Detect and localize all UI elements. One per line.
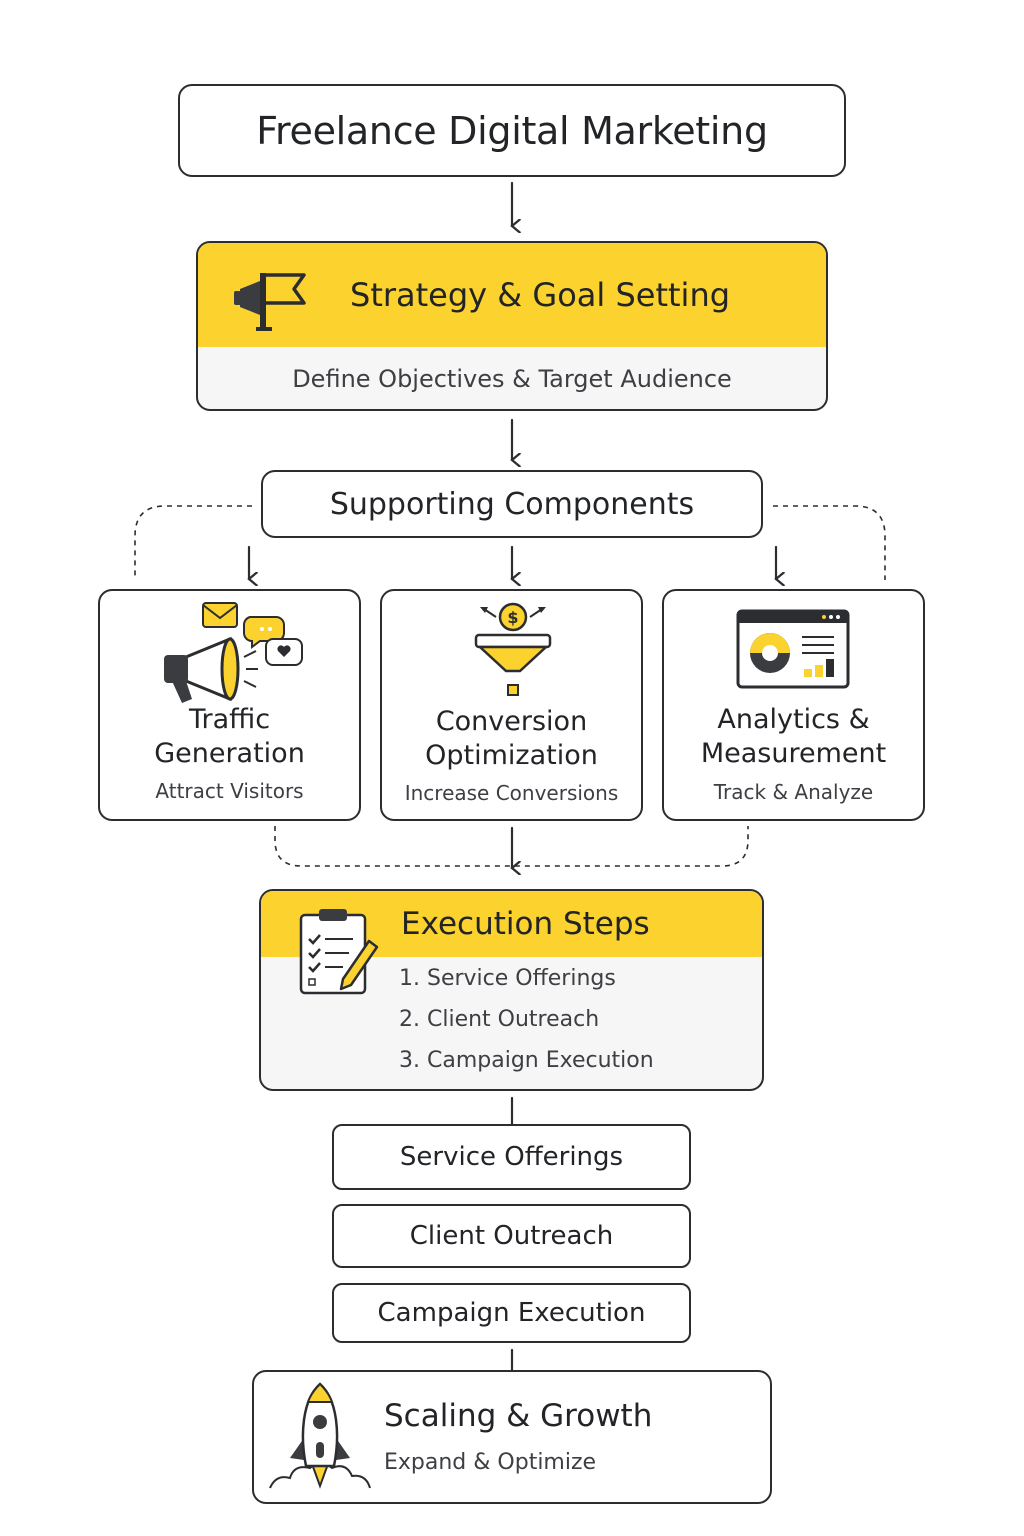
client-outreach-box: Client Outreach: [332, 1204, 691, 1268]
execution-item-3: 3. Campaign Execution: [399, 1048, 654, 1073]
execution-title: Execution Steps: [401, 906, 650, 942]
execution-steps-box: Execution Steps 1. Service Offerings 2. …: [259, 889, 764, 1091]
campaign-execution-box: Campaign Execution: [332, 1283, 691, 1343]
diagram-title: Freelance Digital Marketing: [256, 108, 768, 153]
traffic-subtitle: Attract Visitors: [155, 779, 304, 803]
scaling-subtitle: Expand & Optimize: [384, 1450, 597, 1475]
svg-text:$: $: [507, 608, 518, 627]
strategy-box: Strategy & Goal Setting Define Objective…: [196, 241, 828, 411]
dashed-left-bracket: [134, 505, 252, 580]
megaphone-icon: [164, 602, 303, 703]
execution-item-2: 2. Client Outreach: [399, 1007, 600, 1032]
supporting-components-title: Supporting Components: [329, 486, 695, 522]
traffic-title-line2: Generation: [154, 738, 305, 769]
scaling-growth-box: Scaling & Growth Expand & Optimize: [252, 1370, 772, 1504]
analytics-subtitle: Track & Analyze: [713, 780, 874, 804]
conversion-title-line1: Conversion: [435, 706, 588, 737]
traffic-title-line1: Traffic: [188, 704, 271, 735]
execution-item-1: 1. Service Offerings: [399, 966, 616, 991]
supporting-components-box: Supporting Components: [261, 470, 763, 538]
title-box: Freelance Digital Marketing: [178, 84, 846, 177]
analytics-title-line1: Analytics &: [717, 704, 870, 735]
traffic-generation-card: Traffic Generation Attract Visitors: [98, 589, 361, 821]
analytics-title-line2: Measurement: [700, 738, 887, 769]
clipboard-checklist-icon: [299, 909, 379, 995]
analytics-measurement-card: Analytics & Measurement Track & Analyze: [662, 589, 925, 821]
conversion-optimization-card: $ Conversion Optimization Increase Conve…: [380, 589, 643, 821]
dashboard-icon: [736, 609, 850, 689]
scaling-title: Scaling & Growth: [384, 1398, 653, 1434]
strategy-header: [198, 243, 826, 347]
conversion-subtitle: Increase Conversions: [404, 781, 619, 805]
dashed-right-bracket: [773, 505, 886, 580]
megaphone-flag-icon: [234, 273, 306, 331]
funnel-icon: $: [474, 602, 552, 696]
conversion-title-line2: Optimization: [425, 740, 598, 771]
strategy-subtitle: Define Objectives & Target Audience: [292, 365, 732, 393]
service-offerings-box: Service Offerings: [332, 1124, 691, 1190]
rocket-icon: [269, 1382, 371, 1489]
strategy-title: Strategy & Goal Setting: [350, 276, 731, 314]
dashed-merge-bracket: [274, 826, 749, 867]
